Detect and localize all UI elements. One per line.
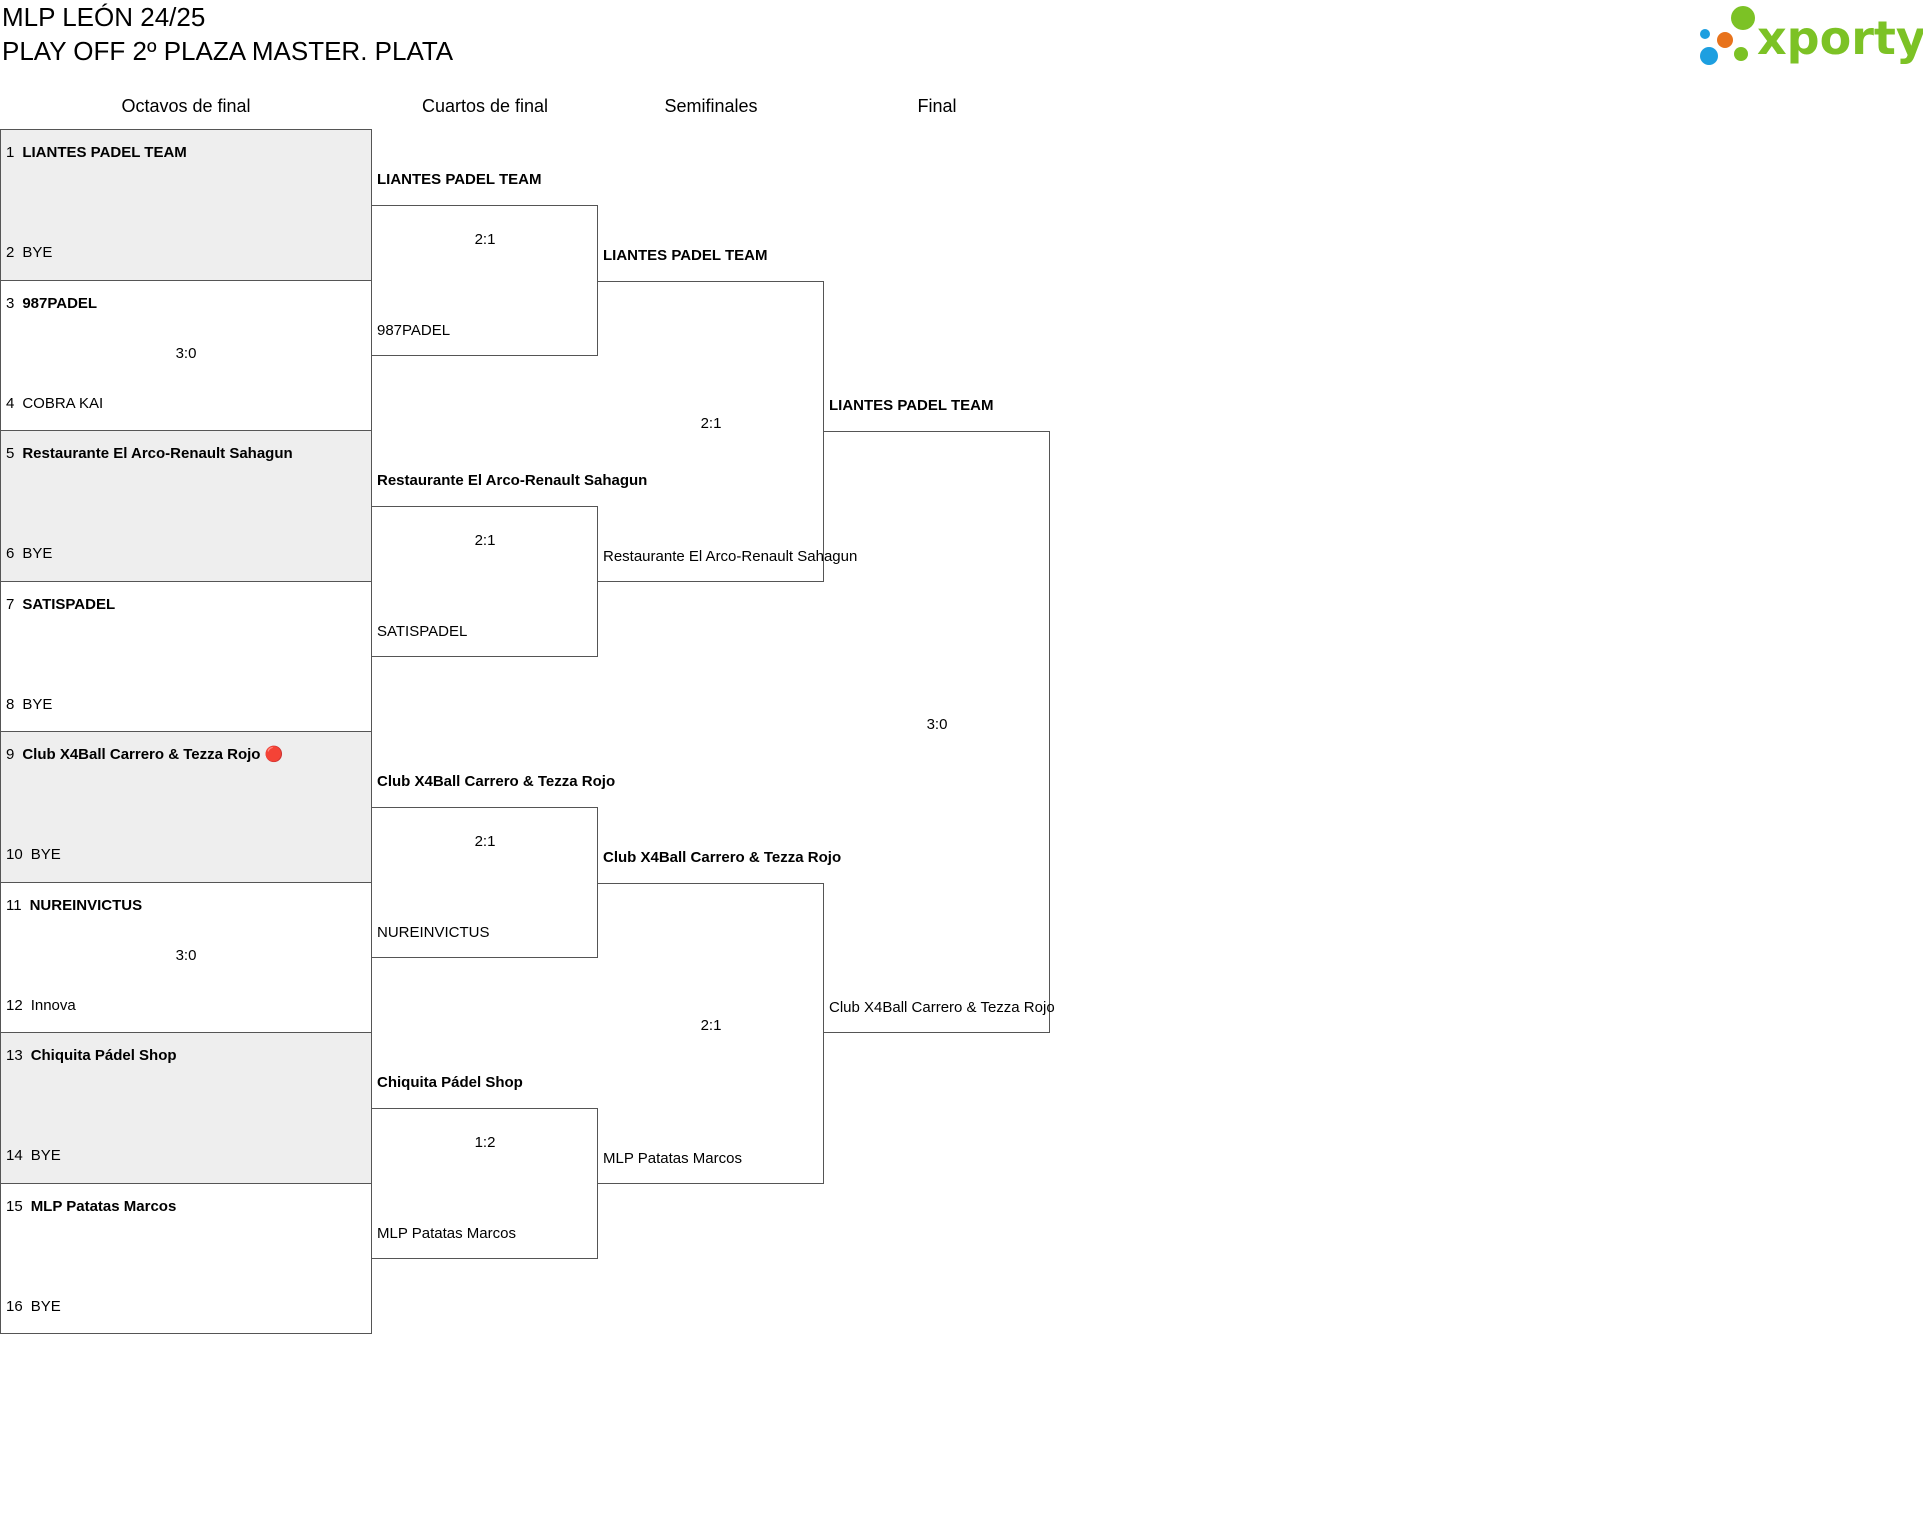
- team-name: BYE: [30, 846, 61, 863]
- round-header-octavos: Octavos de final: [121, 96, 251, 116]
- sf-score: 2:1: [700, 1017, 722, 1034]
- seed-number: 15: [6, 1197, 23, 1215]
- match-team-bottom: 16 BYE: [6, 1297, 366, 1317]
- team-name: BYE: [22, 244, 53, 261]
- match-team-bottom: 4 COBRA KAI: [6, 394, 366, 414]
- final-team-top: LIANTES PADEL TEAM: [829, 397, 994, 414]
- team-name: Innova: [30, 996, 76, 1014]
- match-score: 3:0: [175, 344, 197, 362]
- seed-number: 9: [6, 746, 15, 763]
- team-name: Club X4Ball Carrero & Tezza Rojo 🔴: [22, 746, 284, 763]
- final-team-bottom: Club X4Ball Carrero & Tezza Rojo: [829, 999, 1055, 1016]
- round-header-final: Final: [917, 96, 957, 116]
- qf-team-bottom: SATISPADEL: [377, 622, 468, 640]
- seed-number: 3: [6, 294, 15, 312]
- seed-number: 2: [6, 244, 15, 261]
- qf-score: 2:1: [474, 833, 496, 851]
- match-box-cuartos: [372, 807, 598, 958]
- match-team-bottom: 2 BYE: [6, 243, 366, 263]
- match-team-top: 3 987PADEL: [6, 294, 366, 314]
- svg-text:xporty: xporty: [1757, 11, 1923, 65]
- seed-number: 6: [6, 545, 15, 562]
- match-box-final: [824, 431, 1050, 1033]
- match-box-octavos: [0, 1032, 372, 1184]
- qf-team-bottom: 987PADEL: [377, 321, 451, 339]
- match-score: 3:0: [175, 946, 197, 964]
- match-team-top: 1 LIANTES PADEL TEAM: [6, 143, 366, 163]
- match-box-cuartos: [372, 1108, 598, 1259]
- match-team-bottom: 10 BYE: [6, 845, 366, 865]
- match-box-octavos: [0, 430, 372, 582]
- match-team-top: 11 NUREINVICTUS: [6, 896, 366, 916]
- match-box-cuartos: [372, 506, 598, 657]
- seed-number: 10: [6, 846, 23, 863]
- sf-score: 2:1: [700, 415, 722, 432]
- match-team-top: 9 Club X4Ball Carrero & Tezza Rojo 🔴: [6, 745, 366, 765]
- team-name: BYE: [30, 1147, 61, 1164]
- match-box-semifinal: [598, 280, 824, 582]
- round-header-semifinales: Semifinales: [664, 96, 758, 116]
- sf-team-bottom: MLP Patatas Marcos: [603, 1149, 742, 1167]
- match-box-octavos: [0, 1182, 372, 1334]
- sf-team-top: Club X4Ball Carrero & Tezza Rojo: [603, 848, 842, 866]
- team-name: NUREINVICTUS: [29, 896, 143, 914]
- match-team-bottom: 14 BYE: [6, 1146, 366, 1166]
- final-score: 3:0: [926, 716, 948, 733]
- seed-number: 5: [6, 445, 15, 462]
- team-name: SATISPADEL: [22, 595, 116, 613]
- seed-number: 11: [6, 896, 22, 914]
- seed-number: 13: [6, 1047, 23, 1064]
- match-box-octavos: [0, 129, 372, 281]
- seed-number: 1: [6, 144, 15, 161]
- match-box-cuartos: [372, 205, 598, 356]
- seed-number: 8: [6, 695, 15, 713]
- xporty-logo: xporty: [1700, 6, 1923, 65]
- sf-team-bottom: Restaurante El Arco-Renault Sahagun: [603, 547, 858, 565]
- qf-team-top: LIANTES PADEL TEAM: [377, 171, 542, 189]
- match-box-semifinal: [598, 882, 824, 1184]
- seed-number: 12: [6, 996, 23, 1014]
- match-team-bottom: 12 Innova: [6, 996, 366, 1016]
- team-name: COBRA KAI: [22, 394, 104, 412]
- team-name: Chiquita Pádel Shop: [30, 1047, 177, 1064]
- qf-score: 2:1: [474, 532, 496, 550]
- round-header-cuartos: Cuartos de final: [421, 96, 549, 116]
- match-team-top: 15 MLP Patatas Marcos: [6, 1197, 366, 1217]
- qf-team-bottom: MLP Patatas Marcos: [377, 1224, 516, 1242]
- page-subtitle: PLAY OFF 2º PLAZA MASTER. PLATA: [2, 36, 454, 66]
- team-name: BYE: [30, 1297, 61, 1315]
- match-box-octavos: [0, 731, 372, 883]
- qf-score: 2:1: [474, 231, 496, 249]
- seed-number: 7: [6, 595, 15, 613]
- team-name: BYE: [22, 545, 53, 562]
- team-name: BYE: [22, 695, 53, 713]
- seed-number: 4: [6, 394, 15, 412]
- sf-team-top: LIANTES PADEL TEAM: [603, 246, 768, 264]
- match-team-top: 7 SATISPADEL: [6, 595, 366, 615]
- qf-team-top: Restaurante El Arco-Renault Sahagun: [377, 472, 648, 490]
- match-team-bottom: 8 BYE: [6, 695, 366, 715]
- match-team-bottom: 6 BYE: [6, 544, 366, 564]
- qf-team-bottom: NUREINVICTUS: [377, 923, 490, 941]
- page-title: MLP LEÓN 24/25: [2, 2, 206, 32]
- team-name: Restaurante El Arco-Renault Sahagun: [22, 445, 293, 462]
- seed-number: 14: [6, 1147, 23, 1164]
- qf-team-top: Chiquita Pádel Shop: [377, 1074, 523, 1092]
- match-team-top: 5 Restaurante El Arco-Renault Sahagun: [6, 444, 366, 464]
- team-name: MLP Patatas Marcos: [30, 1197, 177, 1215]
- qf-score: 1:2: [474, 1134, 496, 1152]
- team-name: LIANTES PADEL TEAM: [22, 144, 187, 161]
- qf-team-top: Club X4Ball Carrero & Tezza Rojo: [377, 773, 616, 791]
- team-name: 987PADEL: [22, 294, 98, 312]
- seed-number: 16: [6, 1297, 23, 1315]
- match-team-top: 13 Chiquita Pádel Shop: [6, 1046, 366, 1066]
